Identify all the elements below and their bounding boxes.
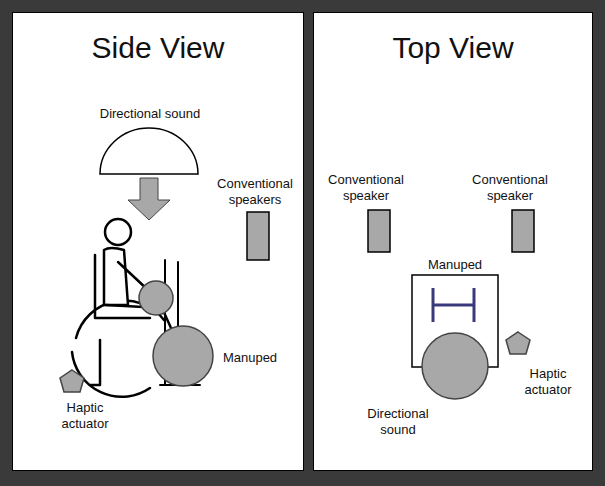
part-label: Conventional speaker bbox=[465, 172, 555, 203]
part-label: Conventional speakers bbox=[212, 176, 298, 207]
part-label: Manuped bbox=[420, 257, 490, 273]
haptic-actuator bbox=[60, 370, 84, 392]
manuped-handle bbox=[139, 281, 173, 315]
part-label: Haptic actuator bbox=[50, 400, 120, 431]
part-label: Directional sound bbox=[80, 106, 220, 122]
part-label: Manuped bbox=[219, 350, 281, 366]
panel-ground bbox=[12, 12, 304, 471]
manuped-wheel bbox=[153, 326, 213, 386]
haptic-actuator bbox=[506, 332, 530, 354]
dome-speaker bbox=[100, 128, 198, 174]
speaker-box bbox=[247, 212, 269, 260]
panel-title: Top View bbox=[314, 13, 592, 64]
speaker-box bbox=[512, 210, 534, 252]
directional-sound bbox=[422, 333, 488, 399]
part-label: Haptic actuator bbox=[513, 366, 583, 397]
view-panel: Side View bbox=[12, 12, 304, 471]
panel-title: Side View bbox=[13, 13, 303, 64]
part-label: Conventional speaker bbox=[321, 172, 411, 203]
sound-arrow bbox=[128, 178, 170, 220]
panel-ground bbox=[313, 12, 593, 471]
manuped-frame bbox=[433, 288, 474, 322]
part-label: Directional sound bbox=[353, 406, 443, 437]
speaker-box bbox=[368, 210, 390, 252]
view-panel: Top View bbox=[313, 12, 593, 471]
